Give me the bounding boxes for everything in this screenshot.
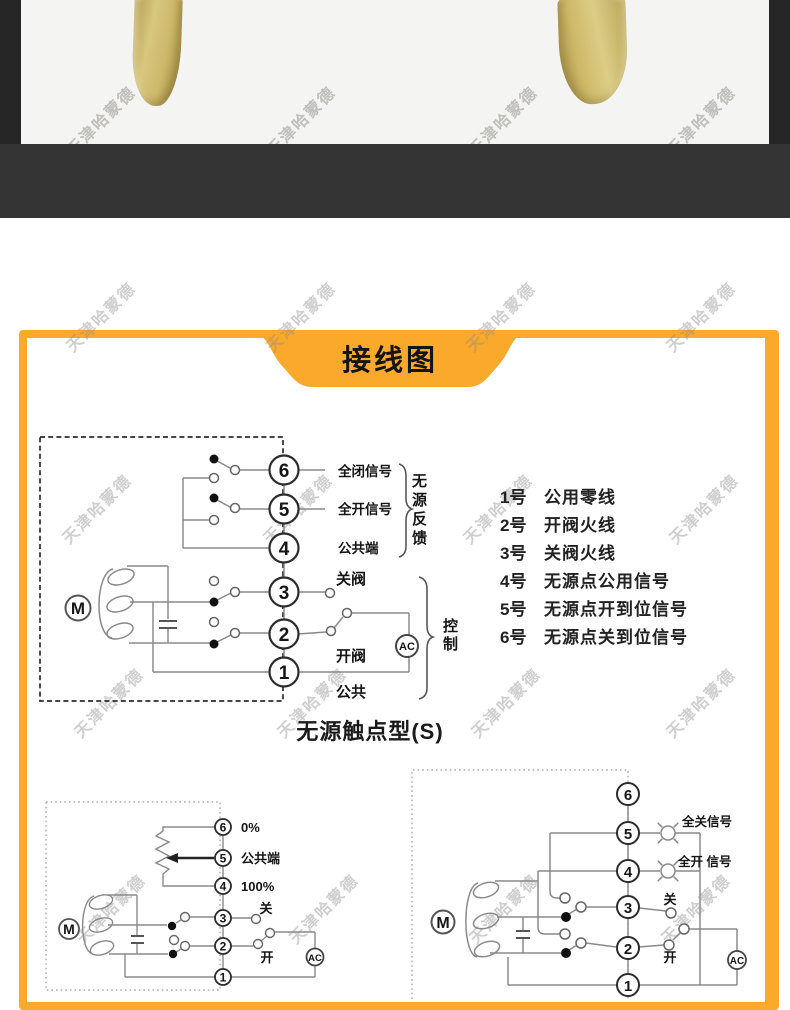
dark-separator-band — [0, 144, 790, 218]
list-item: 5号无源点开到位信号 — [500, 593, 765, 621]
list-item: 6号无源点关到位信号 — [500, 621, 765, 649]
wiring-panel — [19, 330, 779, 1010]
list-item: 3号关阀火线 — [500, 537, 765, 565]
terminal-desc: 无源点公用信号 — [544, 571, 670, 591]
brass-valve-leg-right — [557, 0, 629, 106]
control-group-label: 控制 — [441, 618, 458, 654]
banner: 接线图 — [248, 331, 532, 387]
terminal-desc: 无源点开到位信号 — [544, 599, 688, 619]
terminal-number: 6号 — [500, 627, 527, 647]
list-item: 1号公用零线 — [500, 481, 765, 509]
terminal-number: 1号 — [500, 487, 527, 507]
watermark: 天津哈蒙德 — [465, 83, 542, 144]
photo-edge-strip-right — [769, 0, 790, 144]
terminal-number: 4号 — [500, 571, 527, 591]
terminal-desc: 公用零线 — [544, 487, 616, 507]
terminal-desc: 无源点关到位信号 — [544, 627, 688, 647]
terminal-number: 3号 — [500, 543, 527, 563]
banner-title: 接线图 — [342, 344, 438, 377]
banner-tab-shape — [248, 331, 532, 387]
terminal-desc: 开阀火线 — [544, 515, 616, 535]
list-item: 2号开阀火线 — [500, 509, 765, 537]
watermark: 天津哈蒙德 — [263, 83, 340, 144]
terminal-desc: 关阀火线 — [544, 543, 616, 563]
photo-edge-strip-left — [0, 0, 21, 144]
feedback-group-label: 无源反馈 — [410, 473, 427, 549]
watermark: 天津哈蒙德 — [663, 83, 740, 144]
watermark: 天津哈蒙德 — [63, 83, 140, 144]
terminal-number: 5号 — [500, 599, 527, 619]
terminal-number: 2号 — [500, 515, 527, 535]
terminal-description-list: 1号公用零线 2号开阀火线 3号关阀火线 4号无源点公用信号 5号无源点开到位信… — [500, 481, 765, 649]
diagram-caption: 无源触点型(S) — [296, 719, 444, 744]
brass-valve-leg-left — [131, 0, 183, 107]
product-photo: 天津哈蒙德 天津哈蒙德 天津哈蒙德 天津哈蒙德 — [0, 0, 790, 144]
list-item: 4号无源点公用信号 — [500, 565, 765, 593]
